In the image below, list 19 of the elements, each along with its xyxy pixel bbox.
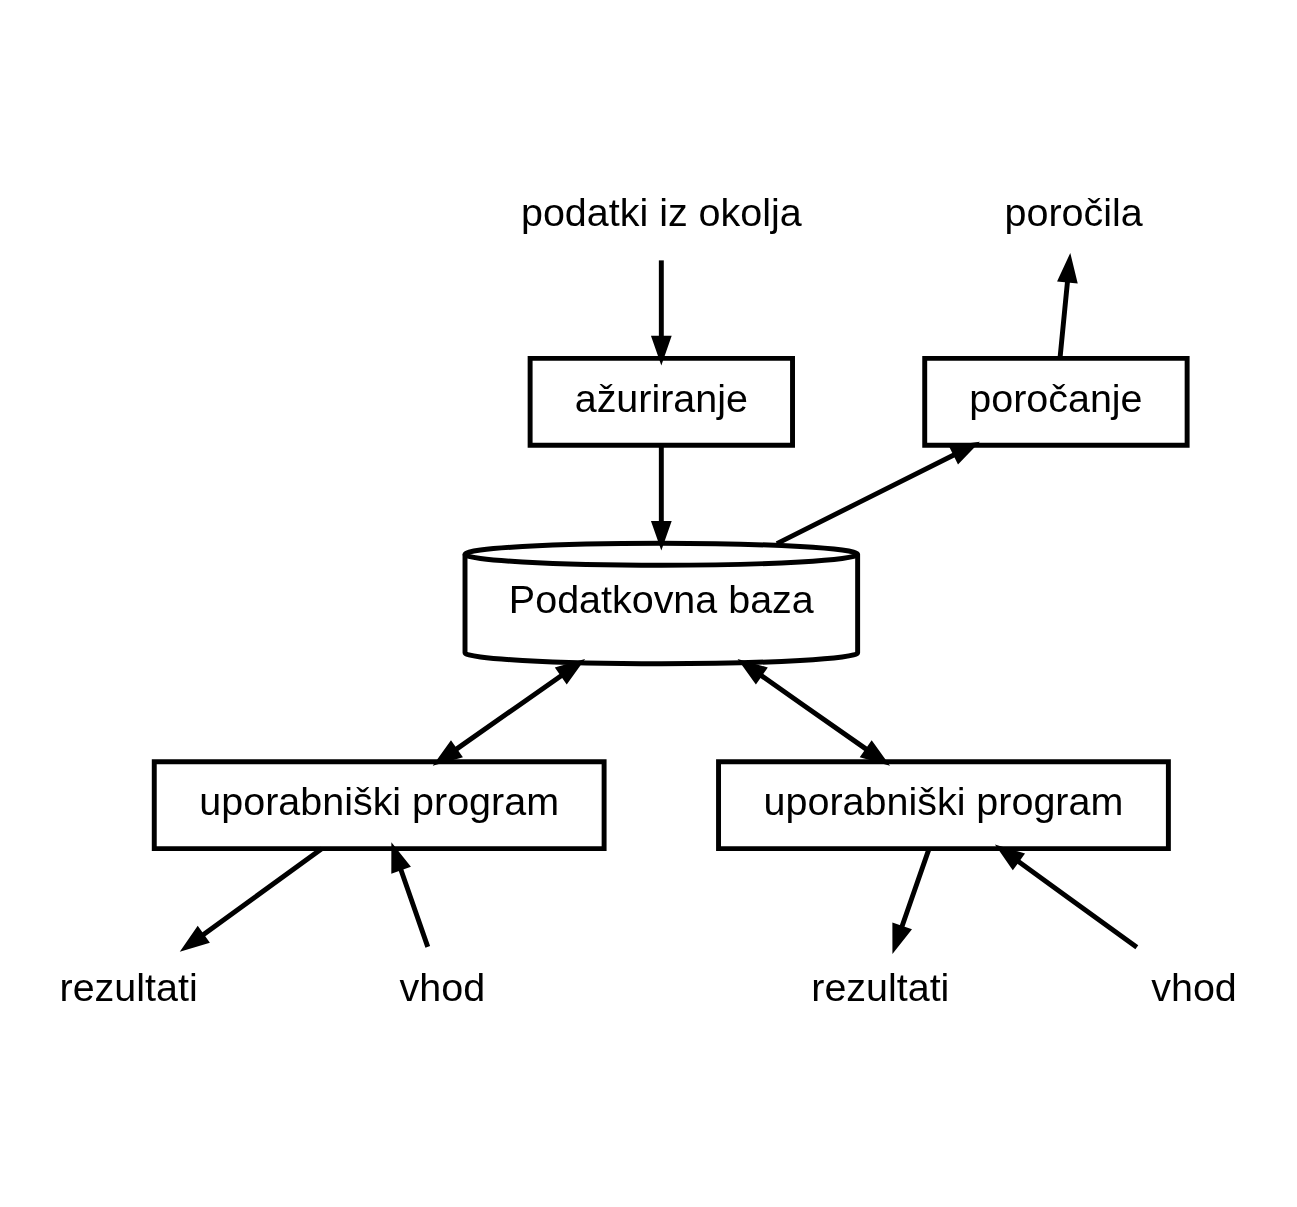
arrow [1057, 252, 1078, 359]
arrow [432, 658, 586, 766]
node-text: vhod [399, 964, 486, 1009]
node-text: podatki iz okolja [520, 190, 802, 235]
arrow [650, 445, 672, 551]
node-box: uporabniški program [151, 759, 607, 852]
node-box: uporabniški program [716, 759, 1171, 852]
arrow [391, 842, 431, 948]
arrow [737, 658, 890, 766]
node-box: poročanje [922, 355, 1190, 448]
node-text: rezultati [59, 964, 198, 1009]
node-text: vhod [1151, 964, 1237, 1009]
node-text: rezultati [811, 964, 950, 1009]
arrow [994, 844, 1139, 950]
arrow [892, 848, 932, 954]
arrow [775, 441, 980, 546]
node-box: ažuriranje [527, 355, 795, 448]
node-text: poročila [1004, 190, 1143, 235]
arrow [650, 260, 672, 366]
